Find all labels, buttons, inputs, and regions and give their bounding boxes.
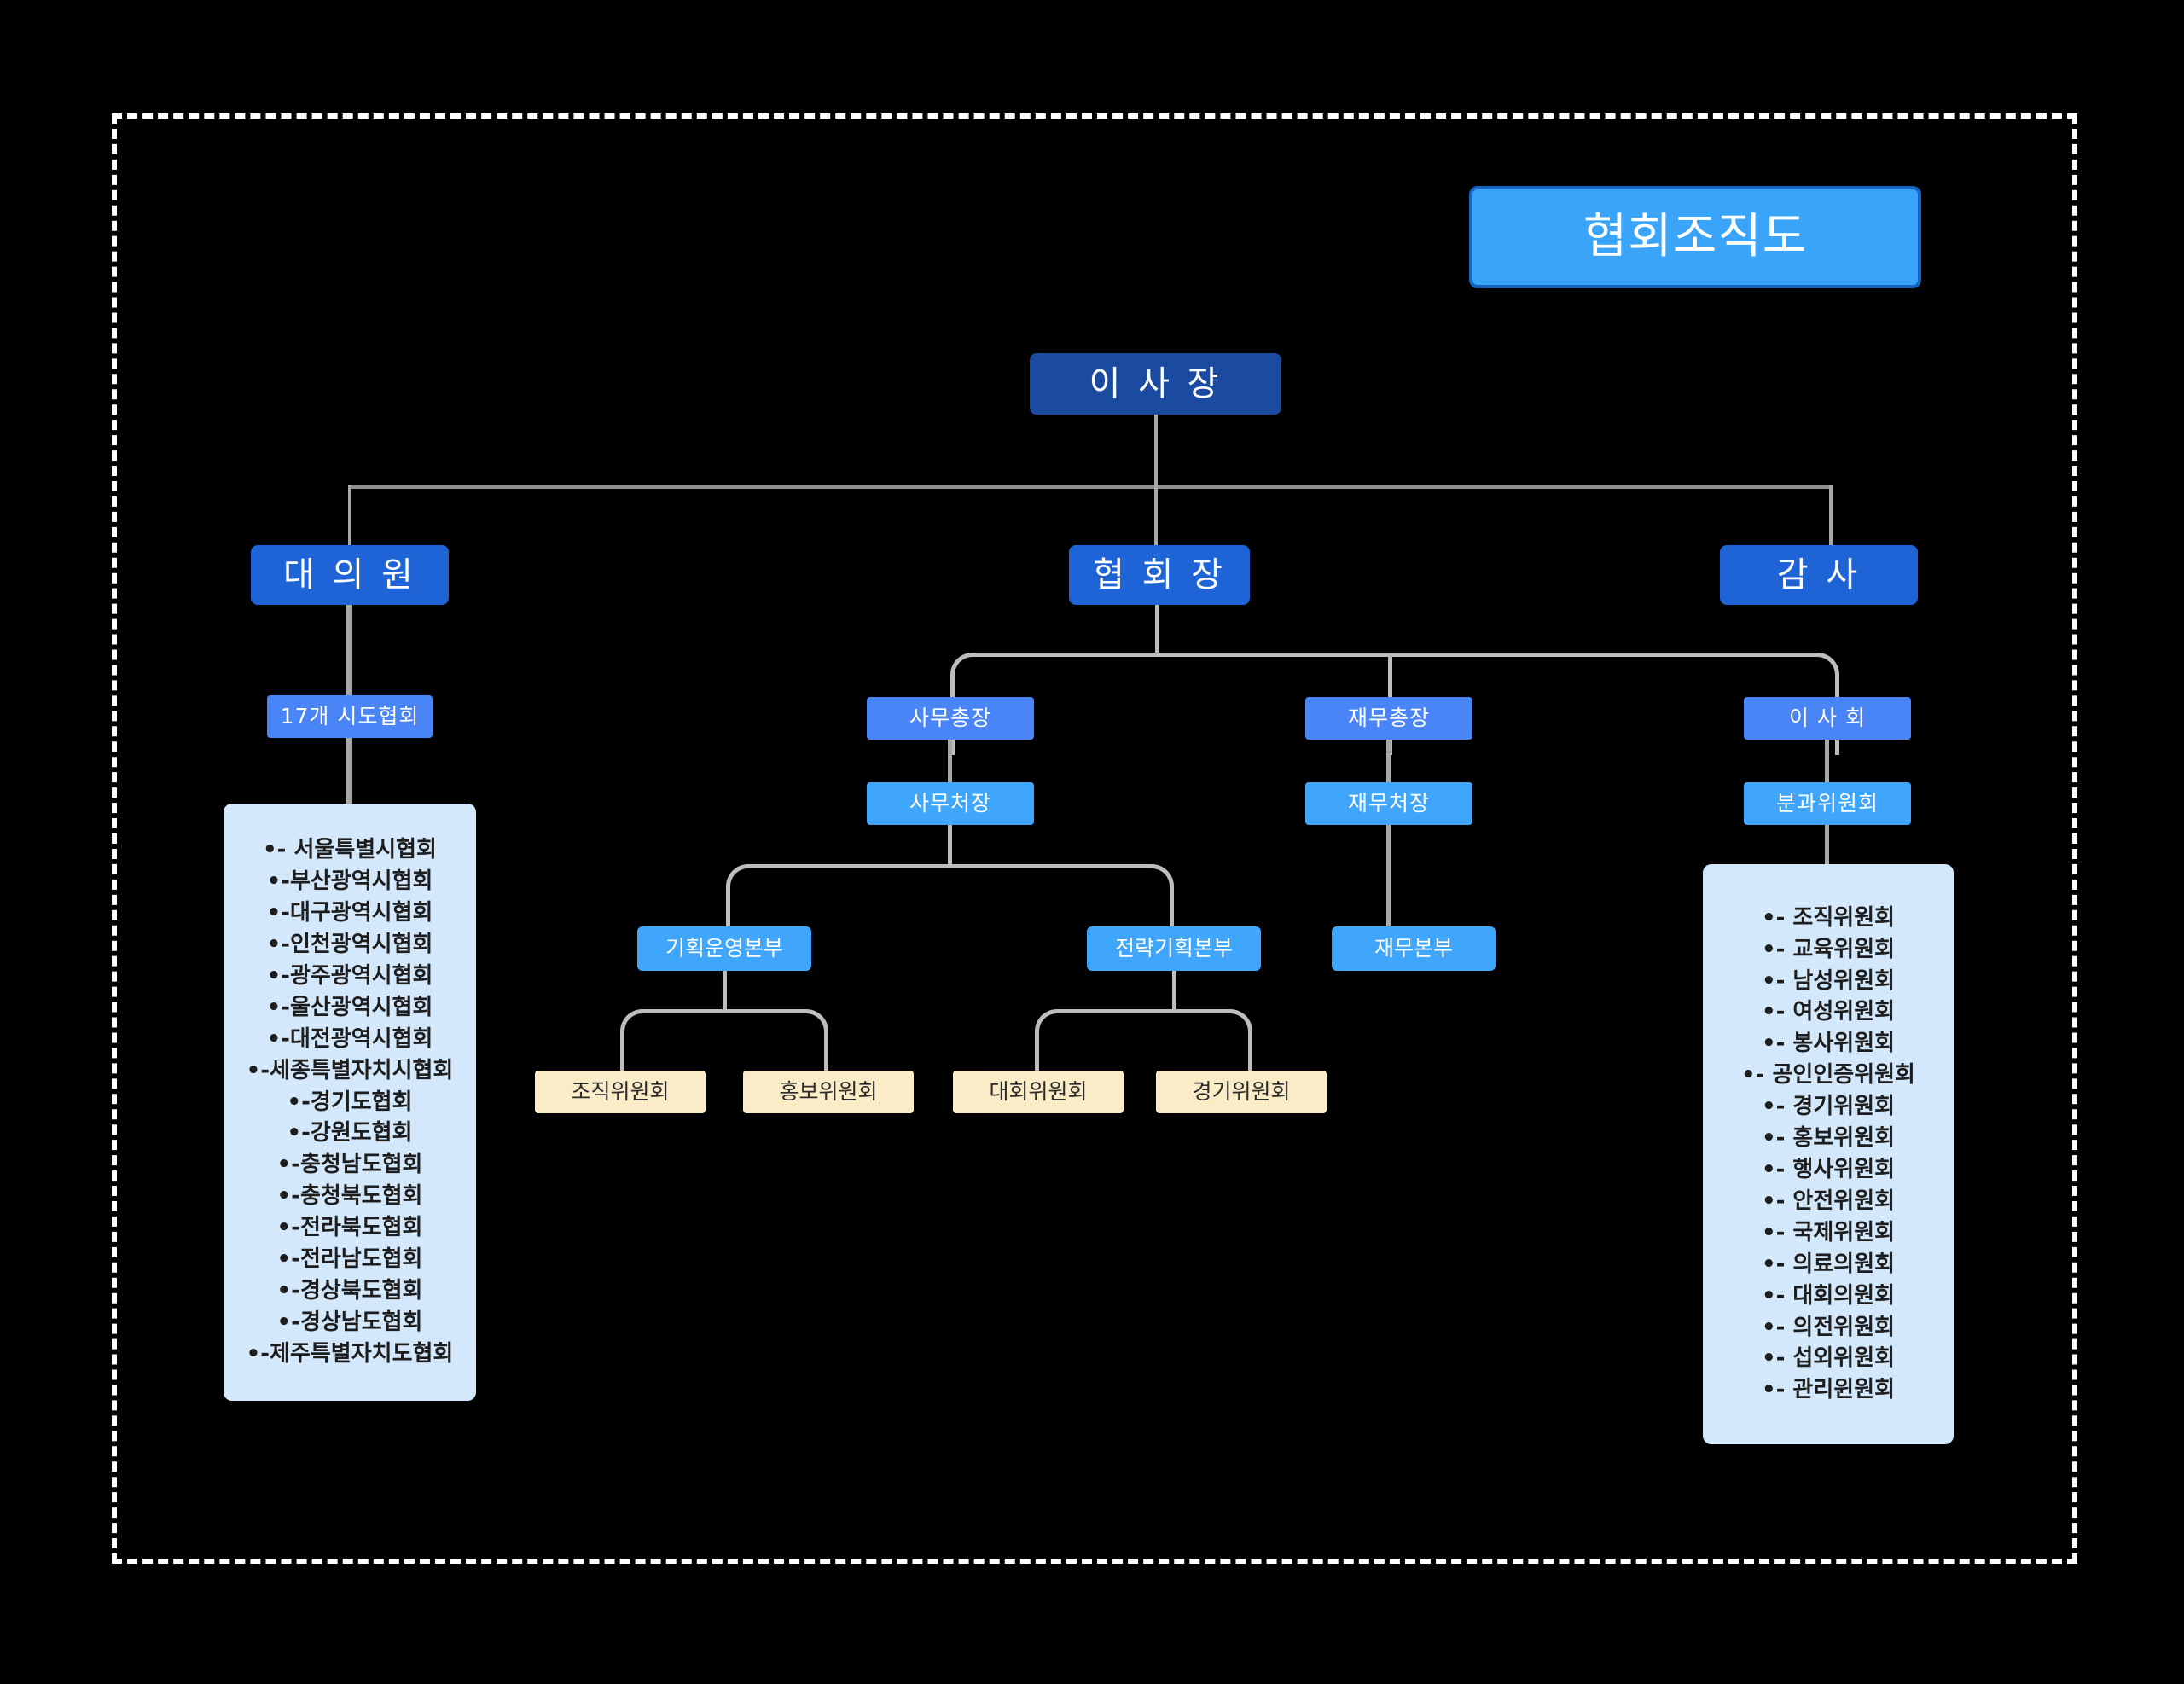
list-item: •-충청남도협회 <box>276 1152 423 1178</box>
node-pr-committee-label: 홍보위원회 <box>779 1079 878 1105</box>
node-match-committee[interactable]: 경기위원회 <box>1156 1071 1327 1113</box>
node-delegate[interactable]: 대 의 원 <box>251 545 449 605</box>
list-item: •-대구광역시협회 <box>266 900 433 926</box>
node-finance-office-label: 재무처장 <box>1347 791 1430 816</box>
node-chairman-label: 이 사 장 <box>1089 364 1223 404</box>
node-secretary-office[interactable]: 사무처장 <box>867 782 1034 825</box>
connector-president-stem <box>1155 605 1159 655</box>
connector-board-to-subcommittee <box>1825 740 1829 782</box>
list-item: •-울산광역시협회 <box>266 994 433 1020</box>
list-item: •- 관리윈원회 <box>1761 1377 1896 1403</box>
list-item: •- 조직위원회 <box>1761 904 1896 931</box>
node-president[interactable]: 협 회 장 <box>1069 545 1250 605</box>
dashed-frame-border <box>112 113 2077 1564</box>
connector-root-trunk <box>1154 415 1158 486</box>
connector-drop-president <box>1154 485 1158 558</box>
connector-secretary-office-stem <box>948 825 952 865</box>
node-secretary-general-label: 사무총장 <box>909 706 991 731</box>
list-item: •- 홍보위원회 <box>1761 1125 1896 1152</box>
list-item: •-강원도협회 <box>287 1120 413 1147</box>
connector-strategy-to-match <box>1174 1009 1252 1079</box>
list-item: •-전라남도협회 <box>276 1246 423 1273</box>
node-board-of-directors[interactable]: 이 사 회 <box>1744 697 1911 740</box>
connector-president-to-board <box>1157 653 1839 755</box>
node-finance-general[interactable]: 재무총장 <box>1305 697 1472 740</box>
list-item: •-경상남도협회 <box>276 1309 423 1335</box>
list-item: •-대전광역시협회 <box>266 1025 433 1052</box>
node-tournament-committee[interactable]: 대회위원회 <box>953 1071 1124 1113</box>
node-subcommittee[interactable]: 분과위원회 <box>1744 782 1911 825</box>
connector-subcommittee-to-list <box>1825 825 1829 866</box>
list-item: •-인천광역시협회 <box>266 932 433 958</box>
node-auditor-label: 감 사 <box>1776 555 1862 595</box>
connector-planning-to-pr <box>724 1009 828 1079</box>
node-city-associations-label: 17개 시도협회 <box>280 704 420 729</box>
connector-strategy-hq-stem <box>1172 971 1176 1010</box>
list-item: •- 서울특별시협회 <box>263 837 437 863</box>
node-president-label: 협 회 장 <box>1093 555 1226 595</box>
connector-office-to-planning-hq <box>726 864 950 939</box>
node-auditor[interactable]: 감 사 <box>1720 545 1918 605</box>
node-secretary-office-label: 사무처장 <box>909 791 991 816</box>
chart-title-box: 협회조직도 <box>1469 186 1921 288</box>
node-organizing-committee[interactable]: 조직위원회 <box>535 1071 706 1113</box>
connector-planning-hq-stem <box>723 971 727 1010</box>
node-delegate-label: 대 의 원 <box>283 555 416 595</box>
list-item: •-부산광역시협회 <box>266 868 433 895</box>
connector-level1-bus <box>349 485 1833 489</box>
list-item: •-제주특별자치도협회 <box>246 1340 454 1367</box>
connector-drop-delegate <box>348 485 351 558</box>
list-item: •- 의료의원회 <box>1761 1251 1896 1277</box>
committee-list-panel: •- 조직위원회 •- 교육위원회 •- 남성위원회 •- 여성위원회 •- 봉… <box>1703 864 1954 1444</box>
connector-office-to-strategy-hq <box>950 864 1174 939</box>
list-item: •-세종특별자치시협회 <box>246 1057 454 1083</box>
node-secretary-general[interactable]: 사무총장 <box>867 697 1034 740</box>
list-item: •-경기도협회 <box>287 1089 413 1115</box>
list-item: •- 남성위원회 <box>1761 967 1896 994</box>
node-finance-hq[interactable]: 재무본부 <box>1332 926 1496 971</box>
node-finance-hq-label: 재무본부 <box>1374 936 1453 961</box>
node-subcommittee-label: 분과위원회 <box>1775 791 1879 816</box>
chart-title-text: 협회조직도 <box>1583 209 1808 265</box>
node-match-committee-label: 경기위원회 <box>1192 1079 1291 1105</box>
list-item: •- 여성위원회 <box>1761 999 1896 1025</box>
list-item: •- 섭외위원회 <box>1761 1345 1896 1372</box>
list-item: •- 행사위원회 <box>1761 1157 1896 1182</box>
node-strategy-hq-label: 전략기획본부 <box>1114 936 1233 961</box>
node-city-associations[interactable]: 17개 시도협회 <box>267 695 433 738</box>
node-board-of-directors-label: 이 사 회 <box>1789 706 1866 731</box>
connector-delegate-to-city <box>346 605 352 695</box>
connector-secretary-to-office <box>948 740 952 782</box>
list-item: •- 교육위원회 <box>1761 936 1896 962</box>
list-item: •-충청북도협회 <box>276 1183 423 1210</box>
node-planning-hq[interactable]: 기획운영본부 <box>637 926 811 971</box>
list-item: •- 대회의원회 <box>1761 1282 1896 1309</box>
list-item: •- 안전위원회 <box>1761 1188 1896 1214</box>
connector-planning-to-organizing <box>620 1009 725 1079</box>
list-item: •- 공인인증위원회 <box>1741 1062 1915 1089</box>
connector-drop-auditor <box>1829 485 1833 558</box>
list-item: •- 경기위원회 <box>1761 1094 1896 1120</box>
connector-finance-to-office <box>1386 740 1391 782</box>
list-item: •-광주광역시협회 <box>266 962 433 989</box>
node-strategy-hq[interactable]: 전략기획본부 <box>1087 926 1261 971</box>
city-association-list-panel: •- 서울특별시협회 •-부산광역시협회 •-대구광역시협회 •-인천광역시협회… <box>224 804 476 1401</box>
list-item: •- 봉사위원회 <box>1761 1031 1896 1057</box>
node-organizing-committee-label: 조직위원회 <box>571 1079 670 1105</box>
list-item: •-전라북도협회 <box>276 1215 423 1241</box>
connector-finance-office-to-hq <box>1386 825 1391 927</box>
node-chairman[interactable]: 이 사 장 <box>1030 353 1281 415</box>
node-finance-office[interactable]: 재무처장 <box>1305 782 1472 825</box>
list-item: •-경상북도협회 <box>276 1277 423 1304</box>
node-planning-hq-label: 기획운영본부 <box>665 936 783 961</box>
list-item: •- 국제위원회 <box>1761 1219 1896 1246</box>
connector-strategy-to-tournament <box>1035 1009 1175 1079</box>
node-finance-general-label: 재무총장 <box>1347 706 1430 731</box>
node-tournament-committee-label: 대회위원회 <box>989 1079 1088 1105</box>
connector-city-to-list <box>346 738 352 804</box>
list-item: •- 의전위원회 <box>1761 1314 1896 1340</box>
node-pr-committee[interactable]: 홍보위원회 <box>743 1071 914 1113</box>
